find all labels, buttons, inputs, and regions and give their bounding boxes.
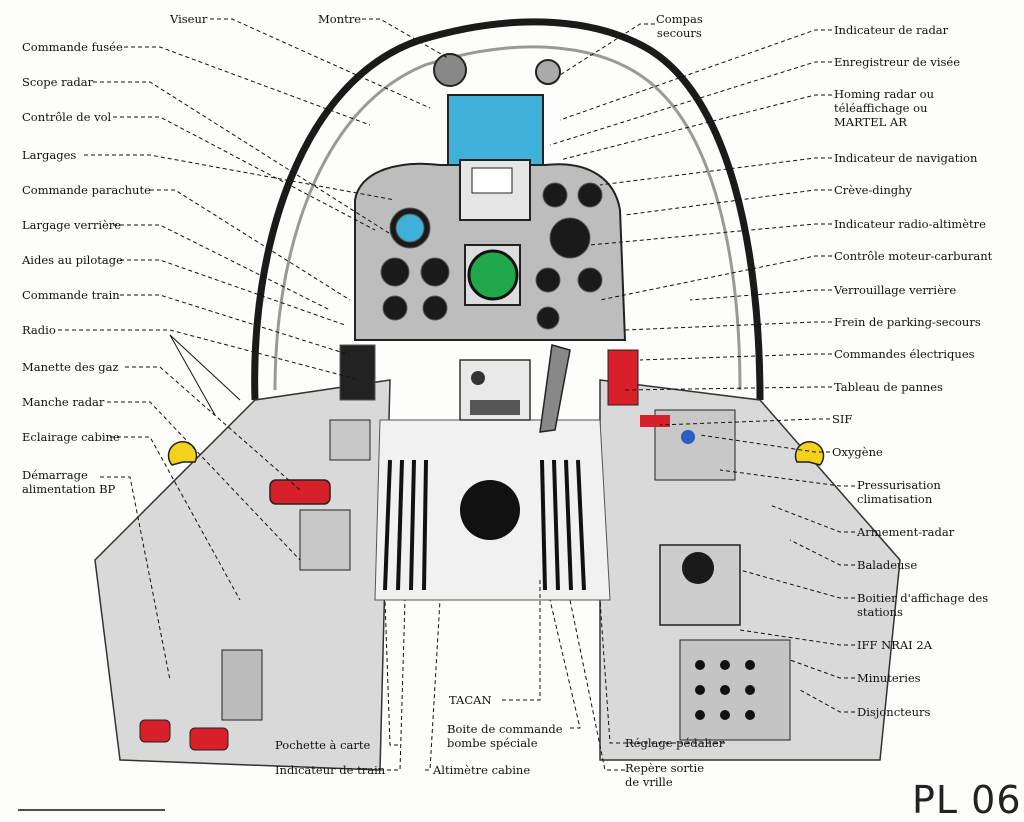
label-controle-vol: Contrôle de vol	[22, 110, 112, 124]
oxygen-right	[794, 441, 825, 466]
label-tableau-pannes: Tableau de pannes	[834, 380, 943, 394]
plate-number: PL 06	[912, 778, 1022, 822]
label-radio-altimetre: Indicateur radio-altimètre	[834, 217, 986, 231]
label-reglage-pedalier: Réglage pédalier	[625, 736, 725, 750]
label-indicateur-train: Indicateur de train	[275, 763, 386, 777]
floor-cover	[460, 480, 520, 540]
label-creve-dinghy: Crève-dinghy	[834, 183, 913, 197]
label-frein-parking: Frein de parking-secours	[834, 315, 981, 329]
label-aides-pilotage: Aides au pilotage	[22, 253, 123, 267]
radar-scope	[467, 249, 519, 301]
label-largages: Largages	[22, 148, 77, 162]
label-verrouillage-verriere: Verrouillage verrière	[834, 283, 957, 297]
label-enregistreur-visee: Enregistreur de visée	[834, 55, 961, 69]
label-homing-radar: Homing radar ou téléaffichage ou MARTEL …	[834, 87, 935, 129]
label-commande-parachute: Commande parachute	[22, 183, 151, 197]
label-commandes-electriques: Commandes électriques	[834, 347, 975, 361]
label-baladeuse: Baladeuse	[857, 558, 918, 572]
label-pochette-carte: Pochette à carte	[275, 738, 371, 752]
clock-instrument	[433, 53, 467, 87]
label-compas-secours: Compas secours	[656, 12, 703, 40]
label-eclairage-cabine: Eclairage cabine	[22, 430, 120, 444]
label-pressurisation: Pressurisation climatisation	[857, 478, 941, 506]
label-viseur: Viseur	[170, 12, 208, 26]
label-largage-verriere: Largage verrière	[22, 218, 122, 232]
oxygen-left	[167, 441, 198, 466]
label-indicateur-radar: Indicateur de radar	[834, 23, 949, 37]
label-manette-gaz: Manette des gaz	[22, 360, 119, 374]
label-radio: Radio	[22, 323, 56, 337]
label-altimetre-cabine: Altimètre cabine	[433, 763, 531, 777]
control-stick	[539, 344, 571, 433]
label-boite-commande: Boite de commande bombe spéciale	[447, 722, 563, 750]
label-montre: Montre	[318, 12, 362, 26]
label-demarrage-alimentation: Démarrage alimentation BP	[22, 468, 116, 496]
label-controle-moteur: Contrôle moteur-carburant	[834, 249, 993, 263]
label-minuteries: Minuteries	[857, 671, 921, 685]
label-oxygene: Oxygène	[832, 445, 883, 459]
label-commande-fusee: Commande fusée	[22, 40, 123, 54]
label-iff: IFF NRAI 2A	[857, 638, 933, 652]
label-sif: SIF	[832, 412, 853, 426]
label-commande-train: Commande train	[22, 288, 120, 302]
compass-instrument	[535, 59, 561, 85]
label-disjoncteurs: Disjoncteurs	[857, 705, 931, 719]
label-repere-vrille: Repère sortie de vrille	[625, 761, 705, 789]
sight-glass	[447, 94, 544, 166]
label-tacan: TACAN	[449, 693, 492, 707]
throttle-handle	[269, 479, 331, 505]
label-boitier-affichage: Boitier d'affichage des stations	[857, 591, 989, 619]
label-scope-radar: Scope radar	[22, 75, 94, 89]
label-manche-radar: Manche radar	[22, 395, 105, 409]
label-indicateur-navigation: Indicateur de navigation	[834, 151, 978, 165]
label-armement-radar: Armement-radar	[857, 525, 955, 539]
